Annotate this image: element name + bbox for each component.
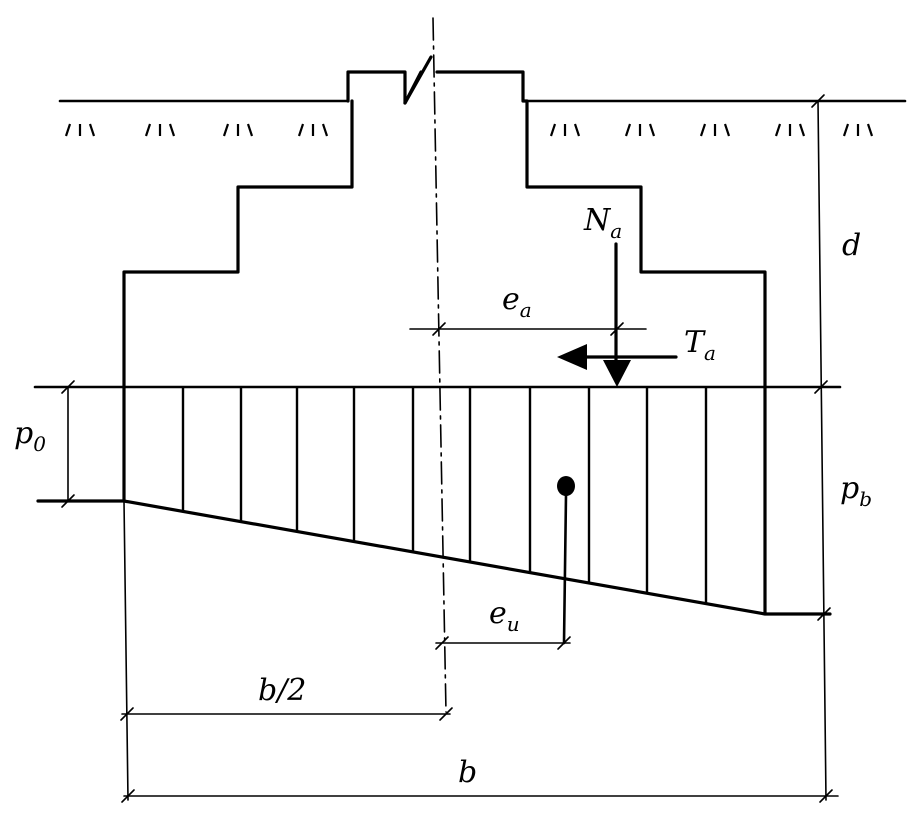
vertical-load-arrow <box>603 242 631 387</box>
stepped-foundation <box>122 55 767 615</box>
label-b: b <box>458 755 477 790</box>
grass-mark <box>774 123 806 137</box>
label-half-b: b/2 <box>258 673 306 708</box>
label-d: d <box>842 228 861 263</box>
p0-dimension <box>61 380 75 508</box>
resultant-marker <box>557 476 575 645</box>
label-eu: eu <box>489 596 520 636</box>
right-dimension-line <box>811 94 831 801</box>
grass-mark <box>144 123 176 137</box>
pressure-hatching <box>181 387 708 604</box>
grass-mark <box>699 123 731 137</box>
center-line <box>432 17 447 713</box>
grass-mark <box>64 123 96 137</box>
horizontal-load-arrow <box>557 344 678 370</box>
ea-dimension <box>409 322 647 336</box>
label-Na: Na <box>583 203 622 243</box>
label-ea: ea <box>502 282 532 322</box>
grass-mark <box>297 123 329 137</box>
grass-mark <box>222 123 254 137</box>
eu-dimension <box>435 636 571 650</box>
grass-mark <box>842 123 874 137</box>
label-pb: pb <box>840 471 872 511</box>
bottom-dimensions <box>120 500 839 803</box>
grass-mark <box>624 123 656 137</box>
label-Ta: Ta <box>684 325 716 365</box>
pressure-diagram-bottom <box>36 499 832 616</box>
grass-mark <box>549 123 581 137</box>
label-p0: p0 <box>14 416 46 456</box>
grass-hatching <box>64 123 874 137</box>
